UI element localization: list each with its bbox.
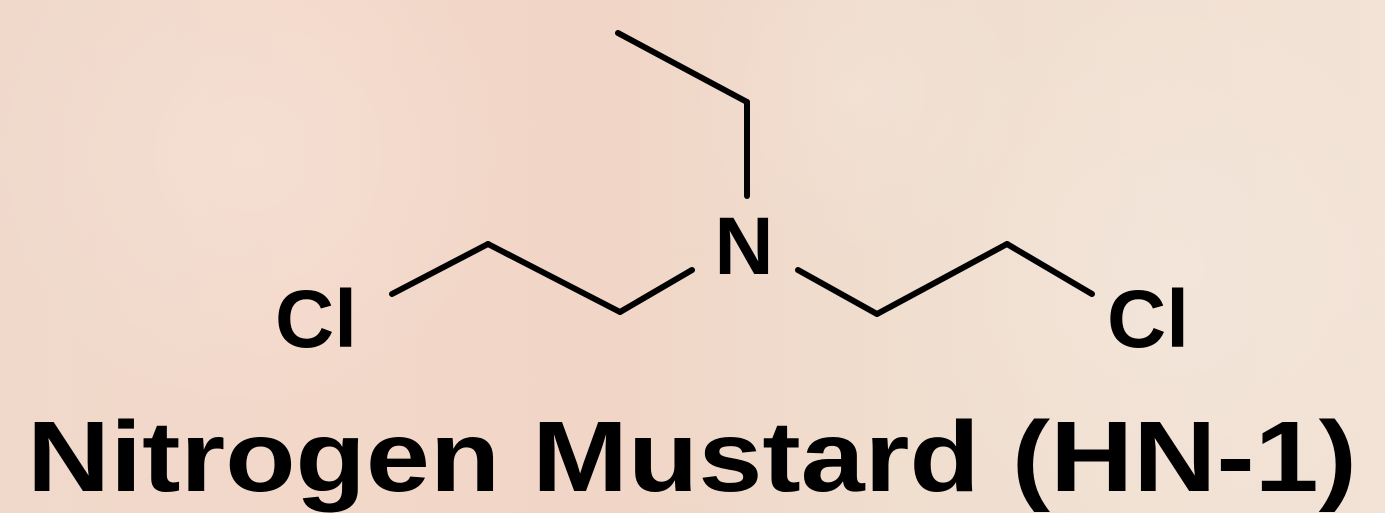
nitrogen-label: N — [714, 201, 773, 292]
ethyl-terminal-bond — [615, 30, 750, 105]
left-chlorine-label: Cl — [275, 274, 357, 365]
left-arm-middle-bond — [485, 241, 623, 315]
left-arm-chlorine-bond — [389, 241, 491, 297]
bond-lines — [389, 30, 1095, 317]
page-title: Nitrogen Mustard (HN-1) — [27, 401, 1357, 513]
left-arm-nitrogen-bond — [617, 267, 695, 315]
right-arm-nitrogen-bond — [795, 267, 880, 317]
right-arm-middle-bond — [874, 241, 1010, 317]
right-chlorine-label: Cl — [1107, 274, 1189, 365]
right-arm-chlorine-bond — [1004, 241, 1095, 297]
